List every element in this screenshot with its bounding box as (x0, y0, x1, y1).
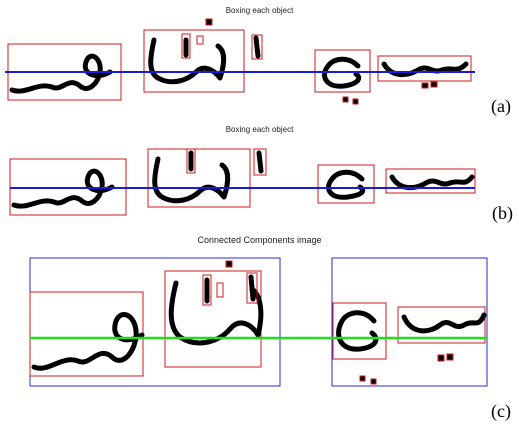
object-box (202, 274, 212, 306)
ink-stroke (31, 312, 145, 371)
dot-box (342, 96, 349, 103)
object-box (377, 55, 472, 82)
ink-stroke (389, 174, 475, 190)
panel-title: Boxing each object (225, 6, 294, 15)
panel-title: Connected Components image (197, 235, 322, 245)
panel-label: (a) (491, 96, 511, 116)
panel-b: Boxing each object (b) (0, 125, 519, 235)
object-box (216, 282, 224, 298)
ink-stroke (326, 169, 366, 200)
dot-box (359, 375, 366, 382)
object-box (181, 33, 191, 59)
object-box (246, 272, 258, 304)
dot-box (205, 18, 213, 26)
dot-box (370, 378, 377, 385)
ink-stroke (152, 156, 231, 204)
object-box (143, 29, 245, 93)
object-box (332, 302, 387, 360)
panel-label: (c) (491, 401, 511, 421)
dot-box (430, 81, 438, 88)
ink-stroke (256, 150, 264, 174)
object-box (186, 148, 196, 174)
ink-stroke (253, 35, 261, 59)
object-box (251, 34, 263, 60)
dot-box (437, 354, 445, 362)
object-box (317, 164, 375, 204)
object-box (385, 168, 476, 194)
handwriting-figure-c (29, 257, 488, 387)
ink-stroke (381, 61, 469, 77)
object-box (397, 306, 486, 344)
panel-a: Boxing each object (a) (0, 0, 519, 125)
ink-stroke (168, 280, 264, 346)
object-box (253, 148, 267, 176)
ink-stroke (322, 56, 362, 89)
object-box (147, 148, 251, 208)
ink-stroke (336, 310, 379, 352)
panel-title: Boxing each object (225, 125, 294, 134)
object-box (196, 35, 204, 45)
panel-c: Connected Components image (c) (0, 235, 519, 429)
handwriting-figure-a (5, 18, 475, 105)
component-box (331, 257, 488, 387)
handwriting-figure-b (9, 148, 476, 216)
dot-box (421, 82, 429, 89)
ink-stroke (9, 53, 113, 94)
dot-box (225, 260, 233, 268)
dot-box (446, 353, 454, 361)
ink-stroke (11, 168, 115, 209)
ink-stroke (248, 274, 256, 302)
panel-label: (b) (492, 203, 513, 223)
ink-stroke (401, 312, 487, 334)
dot-box (352, 98, 359, 105)
